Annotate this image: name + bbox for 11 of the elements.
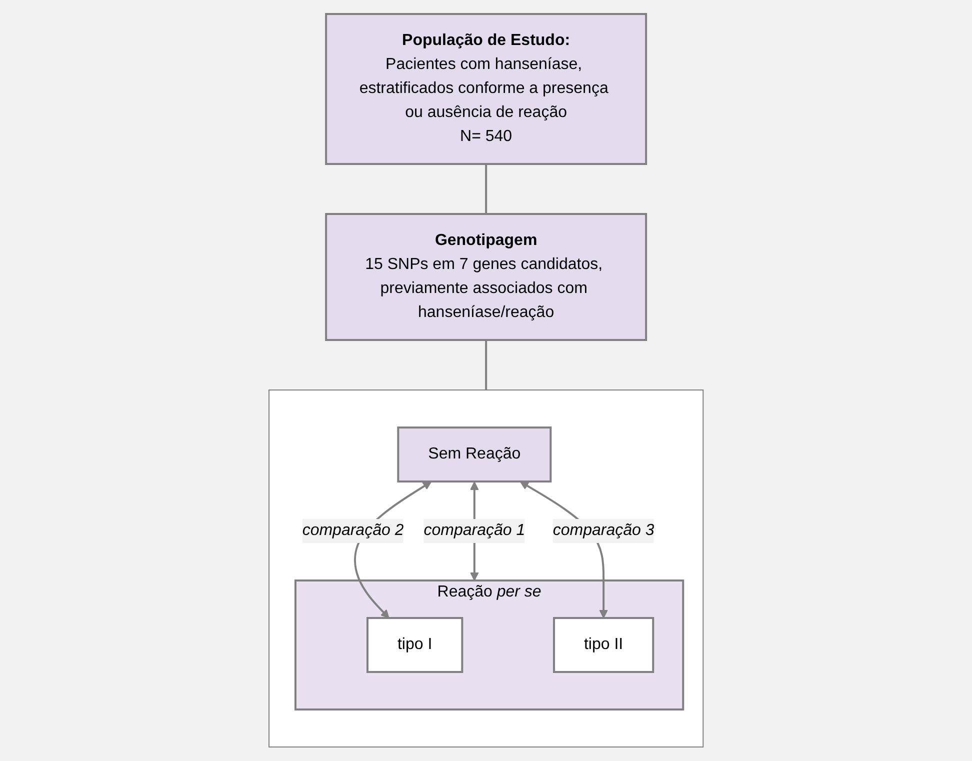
connector: [485, 164, 487, 214]
node-box: Sem Reação: [397, 426, 552, 482]
cluster: [268, 390, 704, 748]
node-box: tipo I: [366, 616, 464, 673]
edge-label: comparação 1: [424, 522, 526, 539]
node-box: tipo II: [552, 616, 654, 673]
edge-label: comparação 2: [302, 522, 404, 539]
node-box: População de Estudo: Pacientes com hanseníase, estratificados conforme a presença ou ausência de reação N= 540: [325, 13, 647, 165]
node-box: Genotipagem 15 SNPs em 7 genes candidatos, previamente associados com hanseníase/reação: [325, 213, 647, 341]
connector: [485, 340, 487, 390]
edge-label: comparação 3: [552, 522, 654, 539]
